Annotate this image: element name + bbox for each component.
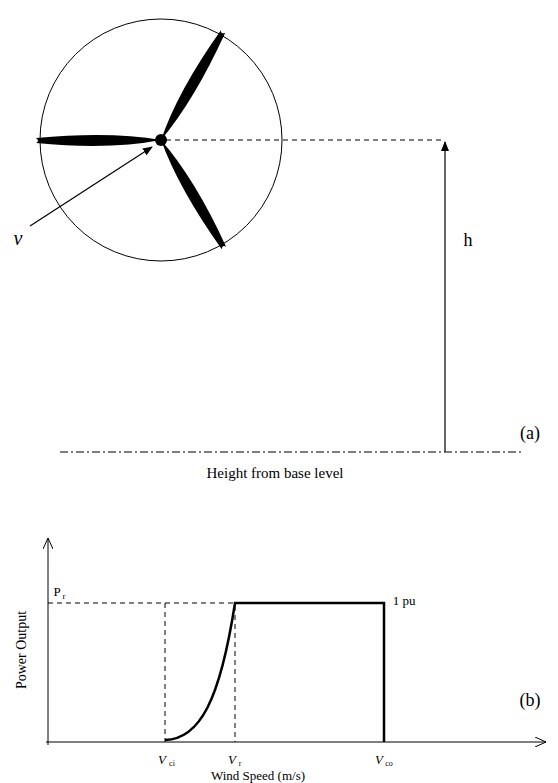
axis-title: Wind Speed (m/s) <box>211 769 305 782</box>
subscript: r <box>63 592 66 601</box>
panel-label: (a) <box>520 424 540 442</box>
panel-label: (b) <box>520 691 541 709</box>
speed-symbol: V <box>375 753 383 766</box>
base-line <box>60 452 522 453</box>
wind-speed-symbol: v <box>14 228 23 248</box>
height-symbol: h <box>464 231 473 249</box>
rated-power-symbol: P <box>53 585 60 598</box>
cut-in-line <box>165 603 166 742</box>
turbine-blades <box>36 29 229 251</box>
hub-height-line <box>166 140 442 141</box>
rated-speed-line <box>235 606 236 742</box>
y-axis <box>48 538 49 745</box>
subscript: ci <box>169 760 175 768</box>
hub <box>155 134 167 146</box>
speed-symbol: V <box>158 753 166 766</box>
x-axis <box>46 742 546 743</box>
rated-value: 1 pu <box>393 594 416 607</box>
axis-caption: Height from base level <box>206 466 343 481</box>
power-curve <box>165 603 384 742</box>
wind-arrow <box>30 147 152 226</box>
subscript: r <box>239 760 242 768</box>
height-arrow <box>444 142 445 452</box>
axis-title: Power Output <box>15 611 29 689</box>
rated-power-line <box>48 603 233 604</box>
speed-symbol: V <box>228 753 236 766</box>
subscript: co <box>385 760 393 768</box>
